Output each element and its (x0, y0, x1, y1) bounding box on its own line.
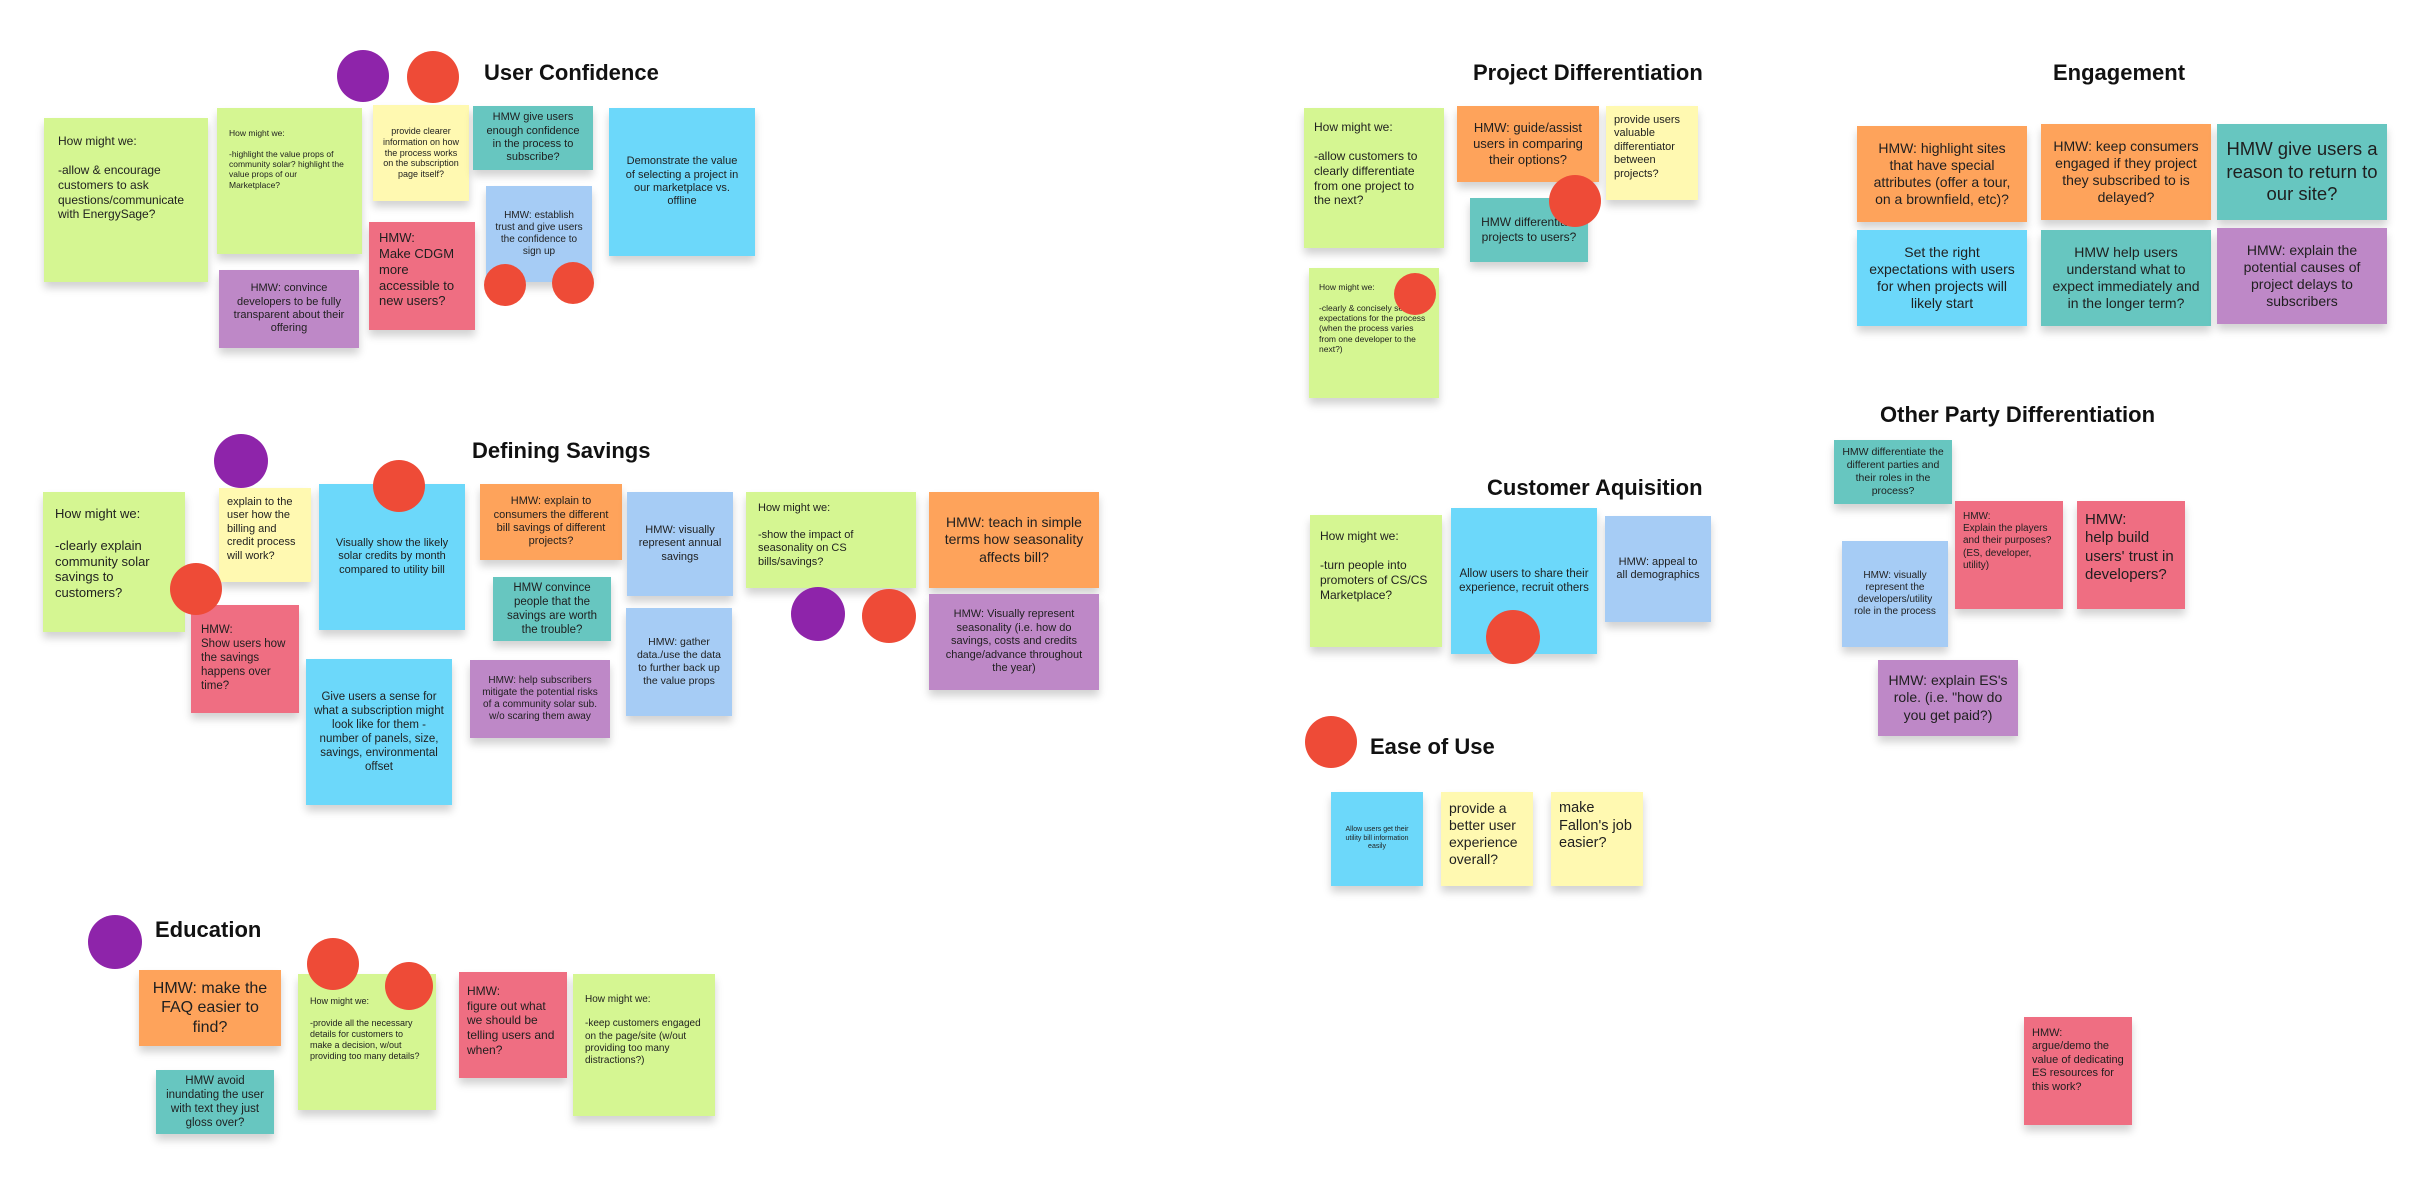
sticky-note[interactable]: HMW: make the FAQ easier to find? (139, 970, 281, 1046)
sticky-note[interactable]: HMW help users understand what to expect… (2041, 230, 2211, 326)
vote-dot (88, 915, 142, 969)
vote-dot (862, 589, 916, 643)
sticky-note[interactable]: How might we: -show the impact of season… (746, 492, 916, 588)
sticky-note[interactable]: HMW: Show users how the savings happens … (191, 605, 299, 713)
sticky-note[interactable]: HMW: explain to consumers the different … (480, 484, 622, 560)
sticky-note[interactable]: How might we: -turn people into promoter… (1310, 515, 1442, 647)
sticky-note[interactable]: Give users a sense for what a subscripti… (306, 659, 452, 805)
sticky-note[interactable]: HMW give users a reason to return to our… (2217, 124, 2387, 220)
sticky-note[interactable]: HMW: convince developers to be fully tra… (219, 270, 359, 348)
section-title-customer-acquisition: Customer Aquisition (1487, 475, 1703, 500)
sticky-note[interactable]: make Fallon's job easier? (1551, 792, 1643, 886)
vote-dot (307, 938, 359, 990)
sticky-note[interactable]: HMW: teach in simple terms how seasonali… (929, 492, 1099, 588)
section-title-user-confidence: User Confidence (484, 60, 659, 85)
section-title-ease-of-use: Ease of Use (1370, 734, 1495, 759)
sticky-note[interactable]: provide a better user experience overall… (1441, 792, 1533, 886)
sticky-note[interactable]: How might we: -clearly & concisely set e… (1309, 268, 1439, 398)
vote-dot (214, 434, 268, 488)
vote-dot (791, 587, 845, 641)
sticky-note[interactable]: HMW: gather data./use the data to furthe… (626, 608, 732, 716)
sticky-note[interactable]: HMW: visually represent annual savings (627, 492, 733, 596)
vote-dot (484, 264, 526, 306)
vote-dot (407, 51, 459, 103)
sticky-note[interactable]: Allow users get their utility bill infor… (1331, 792, 1423, 886)
sticky-note[interactable]: How might we: -keep customers engaged on… (573, 974, 715, 1116)
sticky-note[interactable]: How might we: -allow & encourage custome… (44, 118, 208, 282)
vote-dot (170, 563, 222, 615)
sticky-note[interactable]: HMW: argue/demo the value of dedicating … (2024, 1017, 2132, 1125)
vote-dot (373, 460, 425, 512)
sticky-note[interactable]: How might we: -highlight the value props… (217, 108, 362, 254)
section-title-project-differentiation: Project Differentiation (1473, 60, 1703, 85)
sticky-note[interactable]: How might we: -allow customers to clearl… (1304, 108, 1444, 248)
sticky-note[interactable]: HMW: visually represent the developers/u… (1842, 541, 1948, 647)
vote-dot (385, 962, 433, 1010)
sticky-note[interactable]: provide clearer information on how the p… (373, 105, 469, 201)
sticky-note[interactable]: explain to the user how the billing and … (219, 488, 311, 582)
sticky-note[interactable]: provide users valuable differentiator be… (1606, 106, 1698, 200)
sticky-note[interactable]: HMW avoid inundating the user with text … (156, 1070, 274, 1134)
section-title-other-party-differentiation: Other Party Differentiation (1880, 402, 2156, 427)
vote-dot (1305, 716, 1357, 768)
sticky-note[interactable]: HMW: highlight sites that have special a… (1857, 126, 2027, 222)
vote-dot (1486, 610, 1540, 664)
sticky-note[interactable]: HMW: explain the potential causes of pro… (2217, 228, 2387, 324)
sticky-note[interactable]: HMW differentiate projects to users? (1470, 198, 1588, 262)
vote-dot (552, 262, 594, 304)
sticky-note[interactable]: HMW: figure out what we should be tellin… (459, 972, 567, 1078)
sticky-note[interactable]: HMW: help subscribers mitigate the poten… (470, 660, 610, 738)
sticky-note[interactable]: HMW: Make CDGM more accessible to new us… (369, 222, 475, 330)
vote-dot (337, 50, 389, 102)
section-title-education: Education (155, 917, 262, 942)
sticky-note[interactable]: How might we: -clearly explain community… (43, 492, 185, 632)
section-title-defining-savings: Defining Savings (472, 438, 651, 463)
section-title-engagement: Engagement (2053, 60, 2186, 85)
sticky-note[interactable]: HMW convince people that the savings are… (493, 577, 611, 641)
sticky-note[interactable]: Demonstrate the value of selecting a pro… (609, 108, 755, 256)
sticky-note[interactable]: HMW: explain ES's role. (i.e. "how do yo… (1878, 660, 2018, 736)
sticky-note[interactable]: HMW: Visually represent seasonality (i.e… (929, 594, 1099, 690)
sticky-note[interactable]: HMW give users enough confidence in the … (473, 106, 593, 170)
sticky-note[interactable]: HMW: guide/assist users in comparing the… (1457, 106, 1599, 182)
sticky-note[interactable]: HMW: Explain the players and their purpo… (1955, 501, 2063, 609)
sticky-note[interactable]: HMW: keep consumers engaged if they proj… (2041, 124, 2211, 220)
sticky-note[interactable]: HMW: appeal to all demographics (1605, 516, 1711, 622)
vote-dot (1549, 175, 1601, 227)
sticky-note[interactable]: HMW: help build users' trust in develope… (2077, 501, 2185, 609)
vote-dot (1394, 273, 1436, 315)
sticky-note[interactable]: HMW differentiate the different parties … (1834, 440, 1952, 504)
sticky-note[interactable]: Set the right expectations with users fo… (1857, 230, 2027, 326)
